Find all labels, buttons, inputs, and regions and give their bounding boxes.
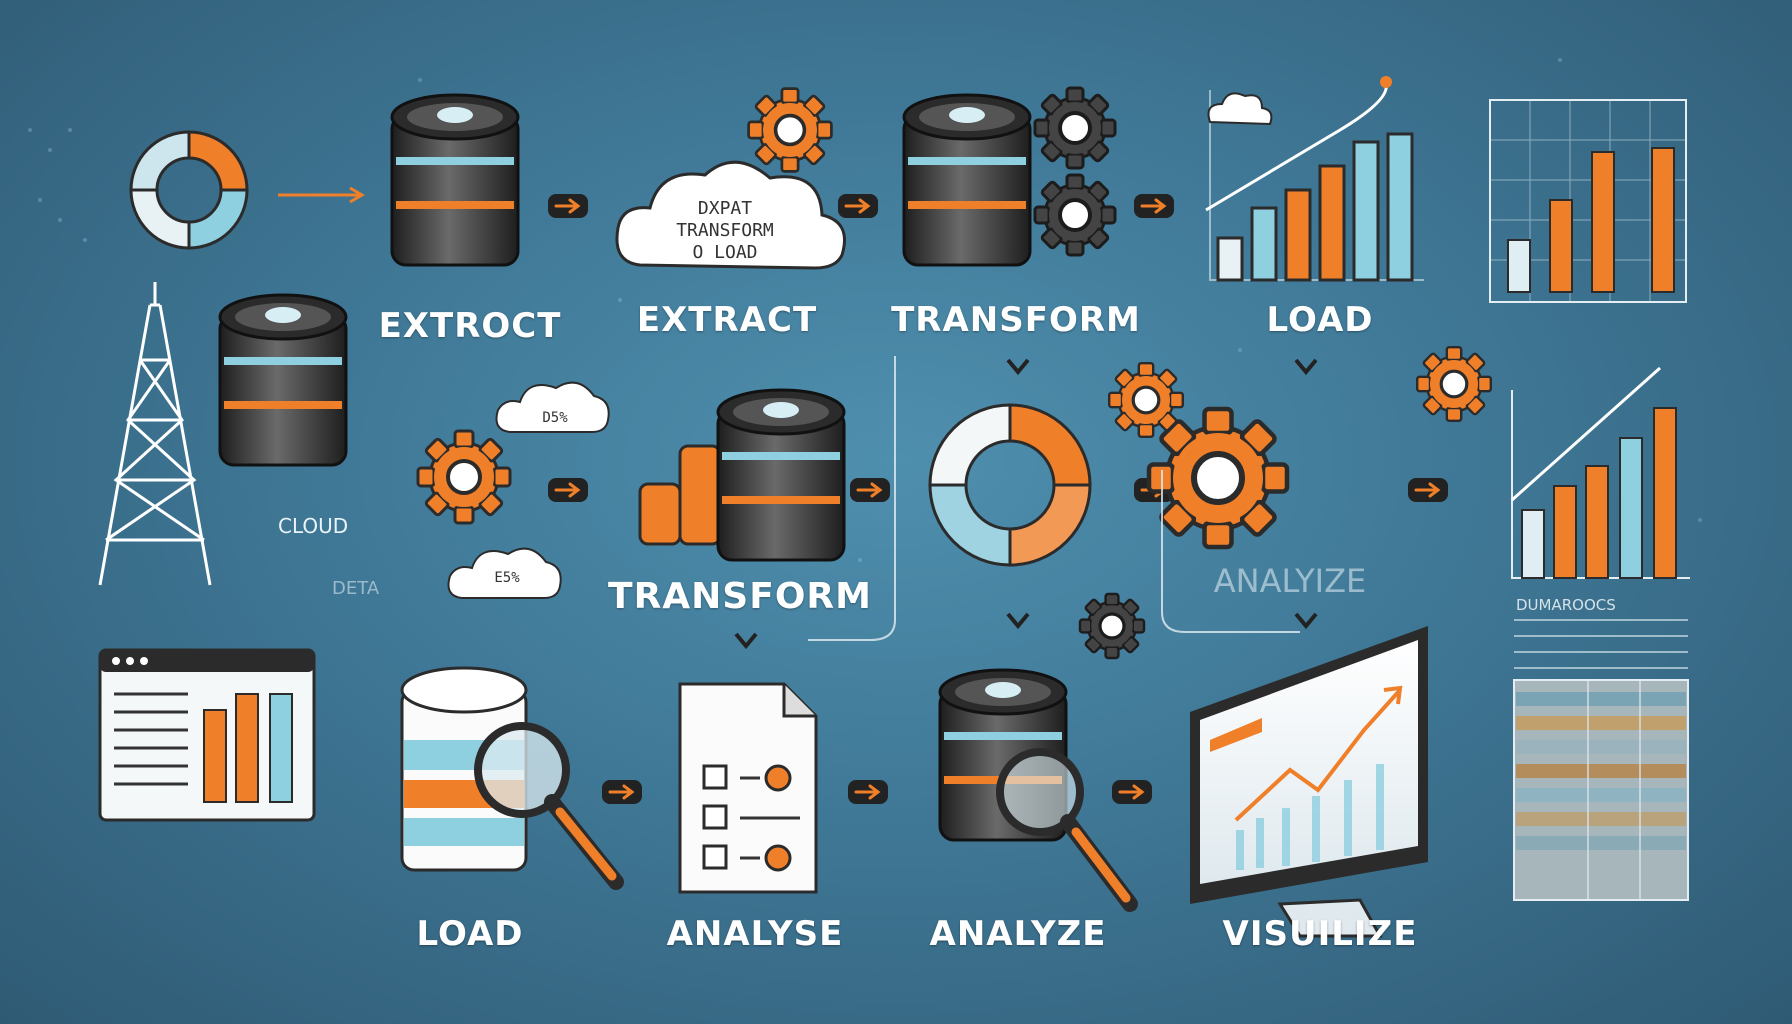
label-visuilize: VISUILIZE bbox=[1222, 914, 1418, 954]
cloud-text-3: O LOAD bbox=[692, 242, 758, 263]
arrow-icon bbox=[1406, 476, 1450, 504]
arrow-icon bbox=[546, 192, 590, 220]
transform-cylinders-icon bbox=[638, 444, 722, 546]
bar-chart-icon bbox=[1205, 76, 1424, 282]
right-line-chart-icon bbox=[1511, 366, 1690, 579]
arrow-icon bbox=[848, 476, 892, 504]
cloud-small-icon bbox=[447, 381, 610, 599]
arrow-line-icon bbox=[278, 186, 365, 204]
right-bar-chart-icon bbox=[1489, 99, 1687, 303]
arrow-icon bbox=[836, 192, 880, 220]
gear-icon bbox=[746, 86, 834, 174]
cloud-text-1: DXPAT bbox=[697, 198, 753, 219]
cloud-small-text-1: D5% bbox=[542, 410, 568, 426]
database-transform-icon bbox=[716, 388, 846, 562]
gear-icon bbox=[1078, 592, 1146, 660]
checklist-document-icon bbox=[678, 682, 818, 894]
dashboard-table-icon bbox=[1513, 619, 1689, 901]
label-extroct: EXTROCT bbox=[378, 306, 562, 346]
label-transform-top: TRANSFORM bbox=[891, 300, 1141, 340]
arrow-icon bbox=[1110, 778, 1154, 806]
cloud-text-2: TRANSFORM bbox=[676, 220, 774, 241]
magnifier-icon bbox=[474, 722, 624, 890]
connector-line bbox=[808, 356, 896, 641]
label-extract: EXTRACT bbox=[636, 300, 818, 340]
cloud-icon bbox=[615, 160, 846, 270]
down-chevron-icons bbox=[734, 358, 1318, 650]
label-load-top: LOAD bbox=[1266, 300, 1374, 340]
label-analyize: ANALYIZE bbox=[1213, 562, 1367, 600]
donut-chart-icon bbox=[129, 130, 249, 250]
label-analyse: ANALYSE bbox=[666, 914, 844, 954]
label-analyze: ANALYZE bbox=[929, 914, 1107, 954]
gear-icon bbox=[1107, 361, 1185, 439]
database-transform-icon bbox=[902, 93, 1032, 267]
cloud-small-text-2: E5% bbox=[494, 570, 520, 586]
gear-icon bbox=[416, 429, 512, 525]
gear-icon bbox=[1033, 86, 1117, 170]
magnifier-icon bbox=[996, 748, 1138, 912]
database-extroct-icon bbox=[390, 93, 520, 267]
dashboards-label: DUMAROOCS bbox=[1516, 596, 1616, 614]
radio-tower-icon bbox=[98, 282, 212, 586]
gear-icon bbox=[1033, 173, 1117, 257]
arrow-icon bbox=[1132, 192, 1176, 220]
gear-icon bbox=[1415, 345, 1493, 423]
label-transform-mid: TRANSFORM bbox=[608, 576, 872, 617]
process-ring-icon bbox=[928, 403, 1092, 567]
label-load-bottom: LOAD bbox=[416, 914, 524, 954]
cloud-side-label: CLOUD bbox=[278, 514, 349, 538]
background-dots bbox=[28, 58, 1702, 562]
arrow-icon bbox=[546, 476, 590, 504]
browser-window-icon bbox=[98, 648, 316, 822]
arrow-icon bbox=[600, 778, 644, 806]
connector-line bbox=[1161, 470, 1300, 633]
monitor-chart-icon bbox=[1190, 626, 1428, 938]
deta-side-label: DETA bbox=[332, 578, 380, 599]
database-icon bbox=[218, 293, 348, 467]
arrow-icon bbox=[846, 778, 890, 806]
